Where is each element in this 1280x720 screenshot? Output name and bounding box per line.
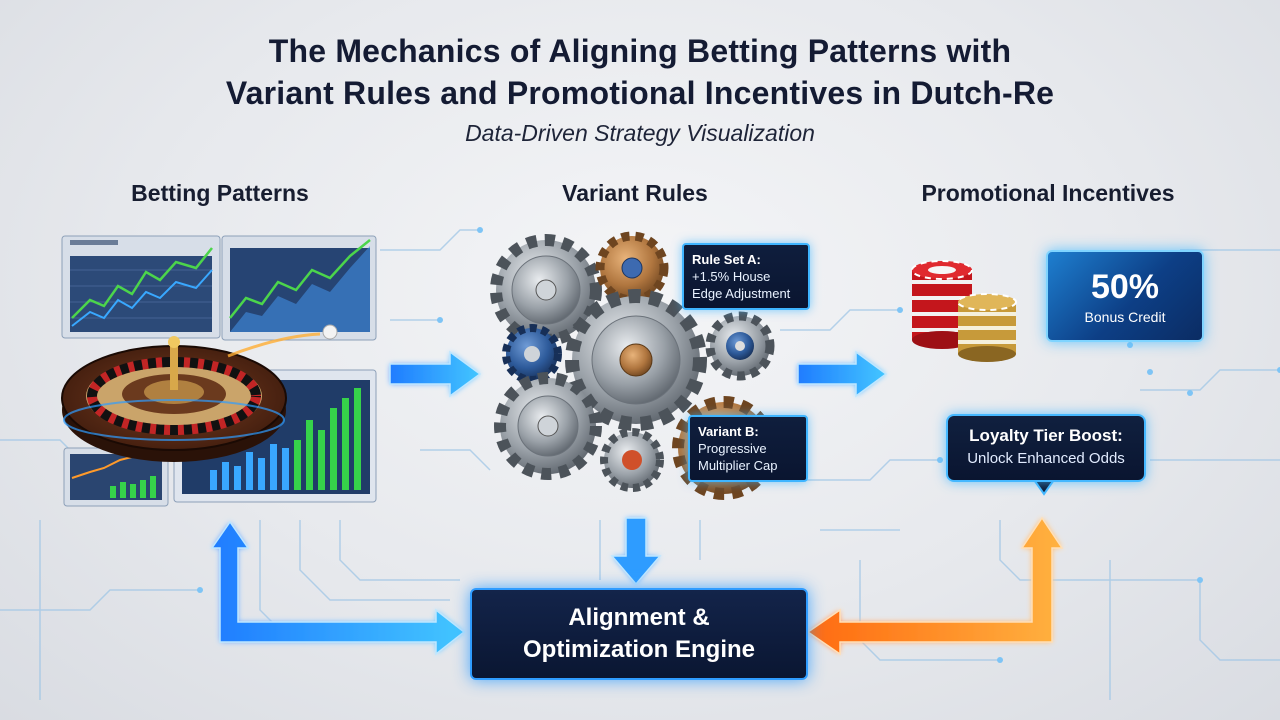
engine-line-2: Optimization Engine <box>523 636 755 663</box>
arrow-variant-to-engine <box>610 517 662 586</box>
column-heading-variant: Variant Rules <box>562 180 708 206</box>
alignment-optimization-engine-box: Alignment & Optimization Engine <box>470 588 808 680</box>
arrow-variant-to-promo <box>797 350 888 398</box>
loyalty-text: Unlock Enhanced Odds <box>967 450 1125 467</box>
engine-line-1: Alignment & <box>568 604 710 631</box>
rule-set-a-text: +1.5% House Edge Adjustment <box>692 269 791 301</box>
title-line-2: Variant Rules and Promotional Incentives… <box>225 75 1055 111</box>
gear-center-large <box>565 289 707 431</box>
variant-b-callout: Variant B: Progressive Multiplier Cap <box>688 415 808 482</box>
rule-set-a-title: Rule Set A: <box>692 252 761 267</box>
roulette-wheel-image <box>61 324 338 462</box>
title-line-1: The Mechanics of Aligning Betting Patter… <box>268 33 1012 69</box>
arrow-engine-to-promo-loop <box>806 516 1064 656</box>
circuit-traces <box>0 229 1280 700</box>
bonus-label: Bonus Credit <box>1084 309 1166 325</box>
gear-right-blue <box>705 311 775 381</box>
gear-top-center <box>595 231 669 305</box>
gear-bottom-center <box>600 428 664 492</box>
column-heading-promo: Promotional Incentives <box>921 180 1175 206</box>
casino-chips-image <box>911 260 1017 362</box>
loyalty-tier-callout: Loyalty Tier Boost: Unlock Enhanced Odds <box>946 414 1146 482</box>
betting-chart-panel-left <box>61 235 221 339</box>
column-heading-betting: Betting Patterns <box>131 180 309 206</box>
bonus-value: 50% <box>1090 268 1160 306</box>
variant-b-text: Progressive Multiplier Cap <box>698 441 778 473</box>
bonus-credit-ticket: 50% Bonus Credit <box>1046 250 1204 342</box>
rule-set-a-callout: Rule Set A: +1.5% House Edge Adjustment <box>682 243 810 310</box>
variant-b-title: Variant B: <box>698 424 759 439</box>
loyalty-title: Loyalty Tier Boost: <box>969 426 1123 445</box>
page-subtitle: Data-Driven Strategy Visualization <box>465 120 815 146</box>
arrow-engine-to-betting-loop <box>210 520 466 656</box>
arrow-betting-to-variant <box>389 350 482 398</box>
betting-mini-panel <box>63 447 169 507</box>
gear-left-blue <box>502 324 562 384</box>
page-title: The Mechanics of Aligning Betting Patter… <box>0 30 1280 114</box>
betting-chart-panel-right <box>221 235 377 341</box>
gear-bottom-left <box>494 372 602 480</box>
